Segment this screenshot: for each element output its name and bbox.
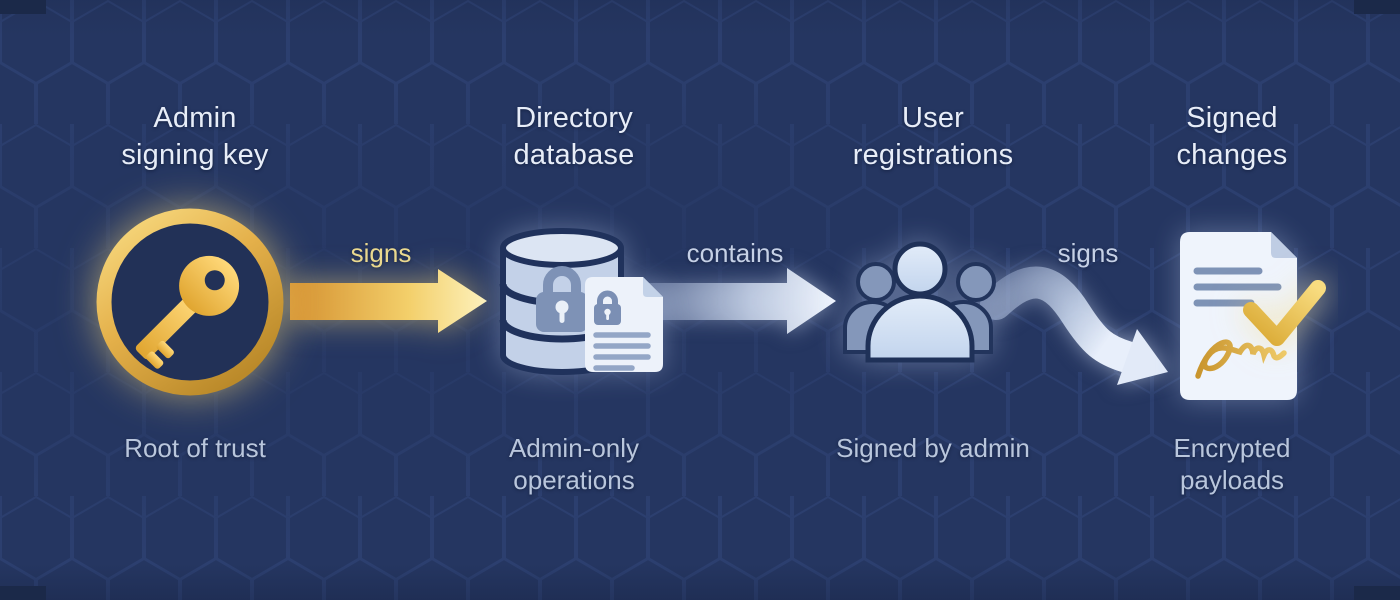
node-caption-admin-only-operations: Admin-only operations	[414, 432, 734, 496]
caption-line: Admin-only	[508, 433, 640, 463]
title-line: signing key	[121, 139, 269, 171]
node-title-admin-signing-key: Admin signing key	[35, 100, 355, 174]
title-line: Directory	[515, 102, 633, 134]
node-caption-root-of-trust: Root of trust	[35, 432, 355, 464]
corner-mark-bottom-right	[1354, 586, 1400, 600]
caption-line: operations	[513, 465, 635, 495]
node-title-signed-changes: Signed changes	[1072, 100, 1392, 174]
corner-mark-top-right	[1354, 0, 1400, 14]
front-user	[865, 241, 975, 363]
caption-line: Root of trust	[124, 433, 266, 463]
arrow-label-contains: contains	[686, 238, 784, 268]
title-line: database	[513, 139, 635, 171]
corner-mark-top-left	[0, 0, 46, 14]
title-line: registrations	[852, 139, 1014, 171]
title-line: User	[901, 102, 965, 134]
lock-icon	[536, 266, 588, 332]
signature-scribble	[1195, 339, 1287, 379]
silver-curved-arrow-signs	[980, 266, 1168, 385]
node-title-directory-database: Directory database	[414, 100, 734, 174]
title-line: Admin	[153, 102, 237, 134]
gold-arrow-signs	[290, 269, 487, 333]
locked-document-icon	[585, 277, 663, 372]
node-caption-signed-by-admin: Signed by admin	[773, 432, 1093, 464]
arrow-label-signs-2: signs	[1057, 238, 1119, 268]
checkmark-icon	[1243, 280, 1326, 346]
arrow-label-signs-1: signs	[350, 238, 412, 268]
node-caption-encrypted-payloads: Encrypted payloads	[1072, 432, 1392, 496]
corner-mark-bottom-left	[0, 586, 46, 600]
signed-document-icon	[1180, 232, 1326, 400]
caption-line: payloads	[1179, 465, 1285, 495]
title-line: Signed	[1186, 102, 1278, 134]
caption-line: Signed by admin	[836, 433, 1030, 463]
node-title-user-registrations: User registrations	[773, 100, 1093, 174]
title-line: changes	[1176, 139, 1288, 171]
key-in-ring-icon	[96, 208, 284, 396]
silver-arrow-contains	[645, 268, 836, 334]
caption-line: Encrypted	[1173, 433, 1291, 463]
user-group-icon	[843, 241, 996, 363]
locked-database-icon	[499, 228, 663, 375]
